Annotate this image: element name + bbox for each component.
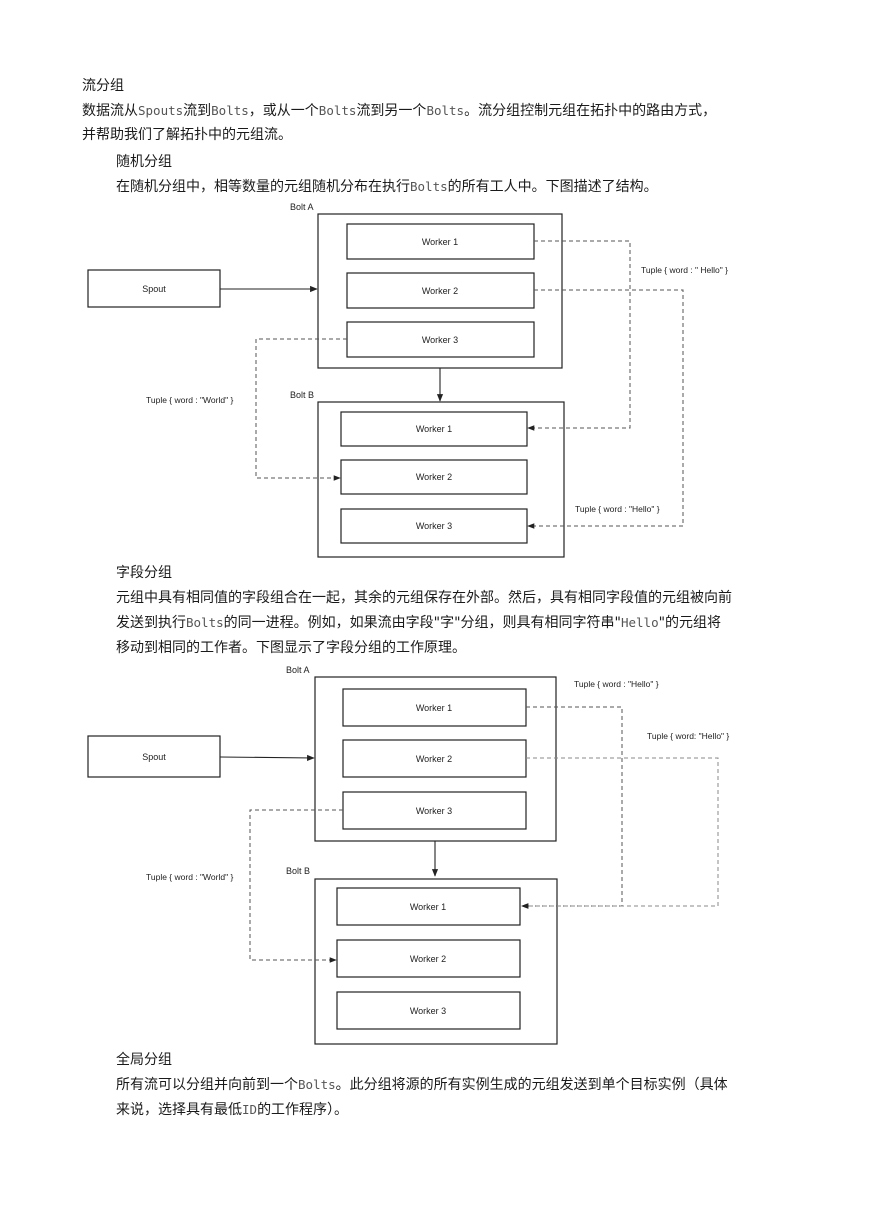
text-segment: 发送到执行 [116, 615, 186, 631]
text-segment: 。流分组控制元组在拓扑中的路由方式， [464, 103, 717, 119]
code-hello: Hello [620, 615, 659, 630]
bolt-a-worker-3 [346, 321, 535, 358]
tuple-hello-label: Tuple { word : "Hello" } [575, 504, 660, 514]
fields-line-1: 元组中具有相同值的字段组合在一起，其余的元组保存在外部。然后，具有相同字段值的元… [116, 590, 732, 606]
spout-box [87, 735, 221, 778]
worker-label: Worker 1 [410, 902, 446, 912]
worker-label: Worker 3 [416, 806, 452, 816]
text-segment: 流到另一个 [356, 103, 427, 119]
spout-label: Spout [142, 284, 166, 294]
section-heading: 流分组 [82, 78, 124, 94]
worker-label: Worker 3 [422, 335, 458, 345]
shuffle-text: 在随机分组中，相等数量的元组随机分布在执行Bolts的所有工人中。下图描述了结构… [116, 177, 658, 197]
worker-label: Worker 2 [416, 472, 452, 482]
tuple-hello-label: Tuple { word: "Hello" } [647, 731, 729, 741]
worker-label: Worker 2 [422, 286, 458, 296]
worker-label: Worker 1 [416, 703, 452, 713]
worker-label: Worker 2 [416, 754, 452, 764]
text-segment: 。此分组将源的所有实例生成的元组发送到单个目标实例（具体 [335, 1077, 728, 1093]
text-segment: "的元组将 [658, 615, 722, 631]
tuple-world-label: Tuple { word : "World" } [146, 872, 233, 882]
bolt-b-worker-3 [340, 508, 528, 544]
bolt-a-label: Bolt A [290, 202, 314, 212]
route-a3-to-b2 [249, 809, 343, 963]
worker-label: Worker 2 [410, 954, 446, 964]
bolt-a-worker-3 [342, 791, 527, 830]
spout-to-bolt-a-arrow [219, 754, 315, 762]
bolt-b-worker-2 [340, 459, 528, 495]
worker-label: Worker 3 [416, 521, 452, 531]
text-segment: ，或从一个 [248, 103, 319, 119]
code-bolts: Bolts [211, 103, 249, 118]
text-segment: 的所有工人中。下图描述了结构。 [447, 179, 658, 195]
text-segment: 流到 [183, 103, 212, 119]
fields-line-2: 发送到执行Bolts的同一进程。例如，如果流由字段"字"分组，则具有相同字符串"… [116, 613, 721, 633]
bolt-b-worker-3 [336, 991, 521, 1030]
code-spouts: Spouts [138, 103, 184, 118]
text-segment: 所有流可以分组并向前到一个 [116, 1077, 298, 1093]
code-id: ID [242, 1102, 258, 1117]
bolt-b-worker-1 [336, 887, 521, 926]
worker-label: Worker 1 [416, 424, 452, 434]
code-bolts: Bolts [410, 179, 448, 194]
fields-line-3: 移动到相同的工作者。下图显示了字段分组的工作原理。 [116, 640, 466, 656]
global-title: 全局分组 [116, 1052, 172, 1068]
text-segment: 的同一进程。例如，如果流由字段"字"分组，则具有相同字符串" [223, 615, 621, 631]
tuple-hello-label: Tuple { word : " Hello" } [641, 265, 728, 275]
global-line-1: 所有流可以分组并向前到一个Bolts。此分组将源的所有实例生成的元组发送到单个目… [116, 1075, 728, 1095]
bolt-a-worker-2 [342, 739, 527, 778]
bolt-b-label: Bolt B [290, 390, 314, 400]
route-a2-to-b1 [521, 757, 719, 909]
text-segment: 在随机分组中，相等数量的元组随机分布在执行 [116, 179, 410, 195]
global-line-2: 来说，选择具有最低ID的工作程序）。 [116, 1100, 348, 1120]
spout-box [87, 269, 221, 308]
bolt-b-worker-2 [336, 939, 521, 978]
bolt-b-label: Bolt B [286, 866, 310, 876]
bolt-a-worker-1 [346, 223, 535, 260]
intro-line-2: 并帮助我们了解拓扑中的元组流。 [82, 127, 292, 143]
worker-label: Worker 1 [422, 237, 458, 247]
code-bolts: Bolts [318, 103, 357, 118]
route-a2-to-b3 [527, 289, 684, 529]
code-bolts: Bolts [298, 1077, 336, 1092]
shuffle-title: 随机分组 [116, 154, 172, 170]
route-a1-to-b1 [527, 240, 631, 431]
bolt-b-worker-1 [340, 411, 528, 447]
tuple-hello-label: Tuple { word : "Hello" } [574, 679, 659, 689]
text-segment: 的工作程序）。 [257, 1102, 349, 1118]
route-a3-to-b2 [255, 338, 347, 481]
tuple-world-label: Tuple { word : "World" } [146, 395, 233, 405]
text-segment: 数据流从 [82, 103, 138, 119]
bolt-a-label: Bolt A [286, 665, 310, 675]
worker-label: Worker 3 [410, 1006, 446, 1016]
fields-title: 字段分组 [116, 565, 172, 581]
code-bolts: Bolts [186, 615, 224, 630]
intro-line-1: 数据流从Spouts流到Bolts，或从一个Bolts流到另一个Bolts。流分… [82, 101, 716, 121]
text-segment: 来说，选择具有最低 [116, 1102, 242, 1118]
code-bolts: Bolts [426, 103, 465, 118]
spout-label: Spout [142, 752, 166, 762]
bolt-a-worker-1 [342, 688, 527, 727]
